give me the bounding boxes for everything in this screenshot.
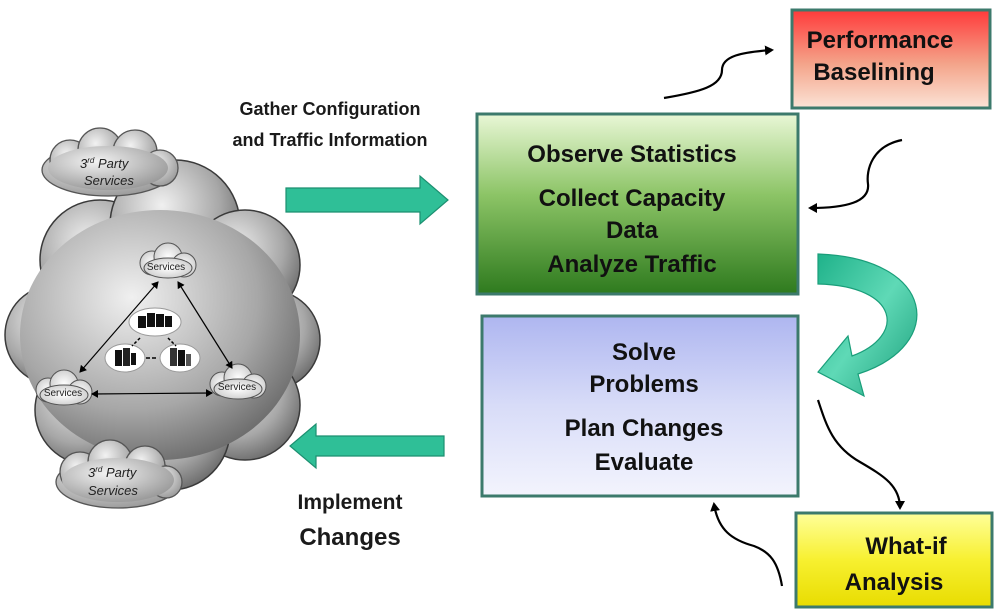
implement-label-line1: Implement [297,491,402,514]
third-party-label-top: 3rd Party [80,156,130,171]
observe-line1: Observe Statistics [527,141,736,168]
implement-label-line2: Changes [299,524,400,551]
implement-arrow [289,422,445,470]
arrow-to-performance [663,45,774,100]
link-top-right [177,281,233,369]
gather-label-line1: Gather Configuration [240,99,421,119]
services-cloud-right: Services [209,363,267,400]
arrow-from-whatif [710,502,784,587]
server-cluster-right [159,343,201,373]
third-party-services-top: Services [84,173,134,188]
solve-problems-box: Solve Problems Plan Changes Evaluate [480,314,800,498]
third-party-services-cloud-top: 3rd Party Services [41,127,179,197]
observe-statistics-box: Observe Statistics Collect Capacity Data… [475,112,800,296]
performance-baselining-box: Performance Baselining [790,8,992,110]
server-cluster-left [104,343,146,373]
curved-flow-arrow [817,253,918,398]
observe-line3: Data [606,217,659,244]
solve-line3: Plan Changes [565,415,724,442]
solve-line4: Evaluate [595,449,694,476]
whatif-line1: What-if [865,533,947,560]
services-label-top: Services [147,262,185,273]
link-top-left [79,281,159,373]
observe-line2: Collect Capacity [539,185,726,212]
solve-line2: Problems [589,371,698,398]
arrow-from-performance [808,138,903,213]
services-cloud-top: Services [139,242,197,279]
arrow-to-whatif [816,399,905,510]
performance-line2: Baselining [813,59,934,86]
services-cloud-left: Services [35,369,93,406]
third-party-services-bottom: Services [88,483,138,498]
observe-line4: Analyze Traffic [547,251,716,278]
link-left-right [91,389,213,398]
solve-line1: Solve [612,339,676,366]
gather-arrow [285,174,449,226]
network-cloud: Services Services Services [4,159,321,491]
services-label-left: Services [44,388,82,399]
services-label-right: Services [218,382,256,393]
what-if-analysis-box: What-if Analysis [794,511,994,609]
third-party-label-bottom: 3rd Party [88,465,138,480]
whatif-line2: Analysis [845,569,944,596]
server-cluster-top [128,307,182,337]
gather-label-line2: and Traffic Information [232,130,427,150]
third-party-services-cloud-bottom: 3rd Party Services [55,439,183,509]
performance-line1: Performance [807,27,954,54]
